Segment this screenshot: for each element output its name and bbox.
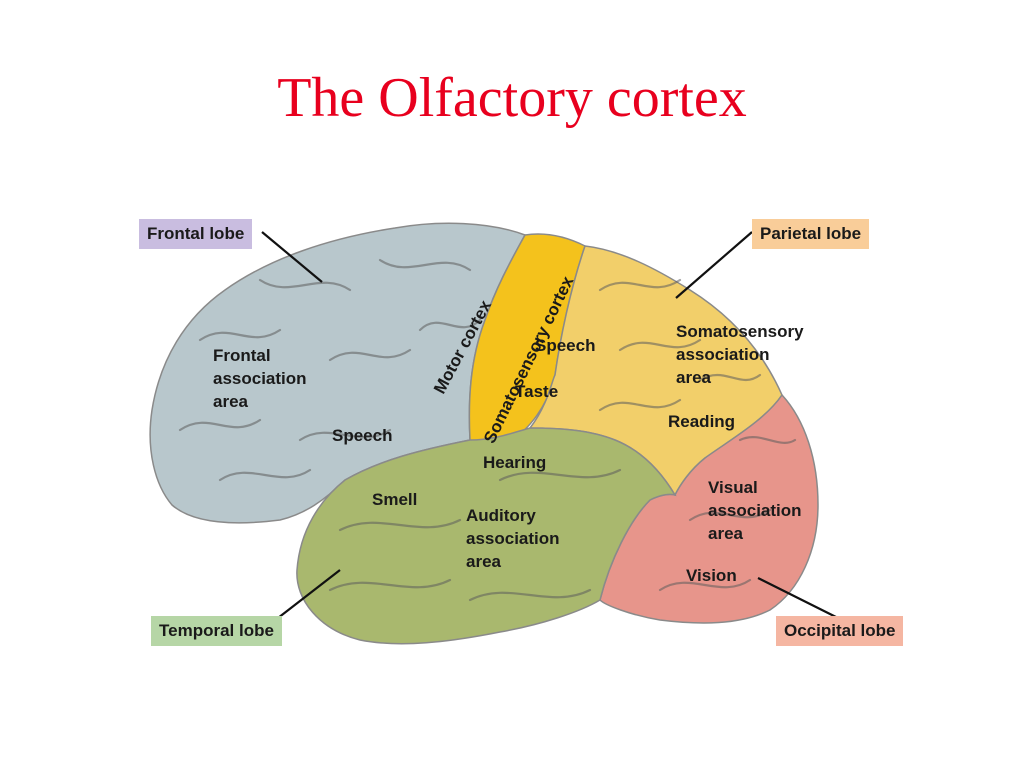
- temporal-lobe-label: Temporal lobe: [151, 616, 282, 646]
- temporal-lobe-region: [296, 427, 677, 645]
- parietal-lobe-leader-line: [675, 231, 753, 299]
- parietal-lobe-label: Parietal lobe: [752, 219, 870, 249]
- frontal-lobe-leader-line: [261, 231, 323, 283]
- occipital-lobe-region: [599, 393, 819, 624]
- visual-association-area-label: Visual association area: [708, 478, 802, 543]
- occipital-lobe-label: Occipital lobe: [776, 616, 904, 646]
- temporal-gyri: [328, 468, 622, 602]
- occipital-gyri: [658, 436, 797, 592]
- auditory-association-area-label: Auditory association area: [466, 506, 560, 571]
- speech-frontal-label: Speech: [332, 426, 393, 445]
- vision-label: Vision: [686, 566, 737, 585]
- hearing-label: Hearing: [483, 453, 547, 472]
- frontal-association-area-label: Frontal association area: [213, 346, 307, 411]
- smell-label: Smell: [372, 490, 418, 509]
- parietal-gyri: [598, 278, 762, 412]
- temporal-lobe-leader-line: [277, 569, 341, 619]
- occipital-lobe-leader-line: [757, 577, 837, 618]
- speech-parietal-label: Speech: [535, 336, 596, 355]
- slide-title: The Olfactory cortex: [277, 67, 747, 129]
- somatosensory-association-area-label: Somatosensory association area: [676, 322, 804, 387]
- taste-label: Taste: [515, 382, 559, 401]
- frontal-lobe-label: Frontal lobe: [139, 219, 253, 249]
- reading-label: Reading: [668, 412, 736, 431]
- frontal-gyri: [178, 258, 482, 482]
